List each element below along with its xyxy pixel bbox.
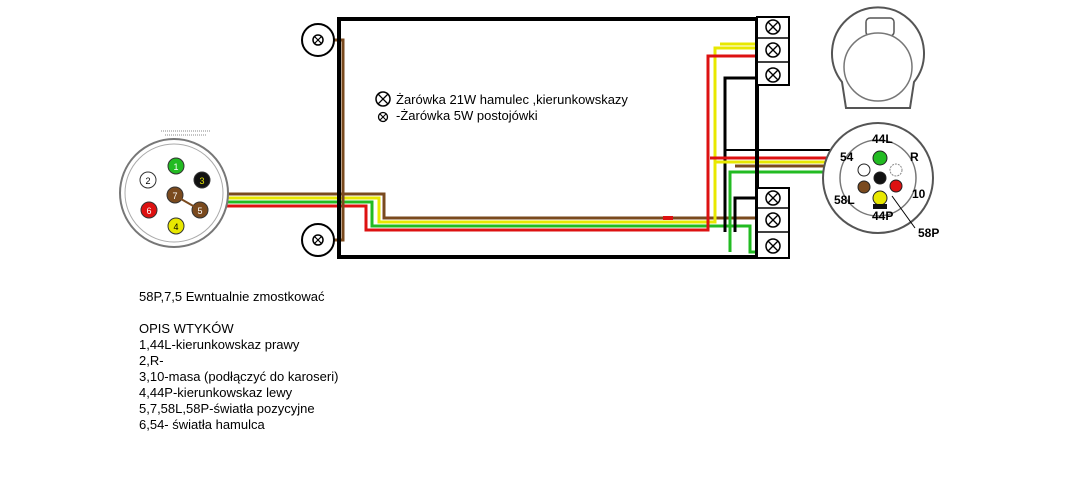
notes-line: 6,54- światła hamulca xyxy=(139,417,265,432)
plug-pin: 6 xyxy=(140,201,158,219)
svg-text:4: 4 xyxy=(173,222,178,232)
bulb-21w-icon xyxy=(765,42,781,58)
notes-line: 1,44L-kierunkowskaz prawy xyxy=(139,337,300,352)
plug-pin: 2 xyxy=(139,171,157,189)
bulb-21w-icon xyxy=(765,67,781,83)
wire-green-socket xyxy=(728,170,830,252)
socket-right: 44L R 54 10 58L 44P 58P xyxy=(822,6,939,240)
socket-pin xyxy=(889,163,903,177)
socket-label-58l: 58L xyxy=(834,193,855,207)
socket-pin xyxy=(873,171,887,185)
wire-yellow xyxy=(222,46,770,224)
svg-text:5: 5 xyxy=(197,206,202,216)
notes-line: 3,10-masa (podłączyć do karoseri) xyxy=(139,369,339,384)
bulb-21w-icon xyxy=(765,19,781,35)
plug-left: 1 2 3 4 5 6 7 xyxy=(119,130,229,248)
socket-pin xyxy=(872,150,888,166)
svg-text:2: 2 xyxy=(145,176,150,186)
terminal-block-bottom xyxy=(756,187,790,259)
legend-21w-text: Żarówka 21W hamulec ,kierunkowskazy xyxy=(396,92,628,107)
wire-green xyxy=(222,200,770,254)
notes-line: 2,R- xyxy=(139,353,164,368)
bulb-21w-icon xyxy=(375,91,391,107)
bulb-21w-icon xyxy=(765,212,781,228)
socket-label-54: 54 xyxy=(840,150,854,164)
plug-pin: 4 xyxy=(167,217,185,235)
socket-pin xyxy=(872,190,888,206)
wire-brown xyxy=(222,192,770,220)
marker-red xyxy=(663,216,673,220)
notes-line: 5,7,58L,58P-światła pozycyjne xyxy=(139,401,315,416)
socket-label-58p: 58P xyxy=(918,226,939,240)
spacer xyxy=(139,305,338,321)
notes-line: 4,44P-kierunkowskaz lewy xyxy=(139,385,293,400)
plug-pin: 7 xyxy=(166,186,184,204)
socket-label-r: R xyxy=(910,150,919,164)
socket-label-10: 10 xyxy=(912,187,926,201)
bulb-21w-icon xyxy=(765,238,781,254)
socket-pin xyxy=(857,180,871,194)
plug-pin: 3 xyxy=(193,171,211,189)
notes: 58P,7,5 Ewntualnie zmostkować OPIS WTYKÓ… xyxy=(139,289,338,433)
svg-text:6: 6 xyxy=(146,206,151,216)
wire-red xyxy=(222,54,770,232)
bridge-note: 58P,7,5 Ewntualnie zmostkować xyxy=(139,289,325,304)
notes-title: OPIS WTYKÓW xyxy=(139,321,234,336)
wire-harness xyxy=(222,28,830,254)
bulb-21w-icon xyxy=(765,190,781,206)
socket-label-44p: 44P xyxy=(872,209,893,223)
bulb-mount-bottom xyxy=(301,223,335,257)
bulb-mount-top xyxy=(301,23,335,57)
legend: Żarówka 21W hamulec ,kierunkowskazy -Żar… xyxy=(375,91,628,123)
lamp-box xyxy=(337,17,759,259)
socket-pin xyxy=(857,163,871,177)
svg-text:3: 3 xyxy=(199,176,204,186)
socket-label-44l: 44L xyxy=(872,132,893,146)
plug-pin: 5 xyxy=(191,201,209,219)
terminal-block-top xyxy=(756,16,790,86)
svg-text:1: 1 xyxy=(173,162,178,172)
legend-5w-text: -Żarówka 5W postojówki xyxy=(396,108,538,123)
socket-pin xyxy=(889,179,903,193)
plug-pin: 1 xyxy=(167,157,185,175)
svg-text:7: 7 xyxy=(172,191,177,201)
bulb-5w-icon xyxy=(377,111,389,123)
